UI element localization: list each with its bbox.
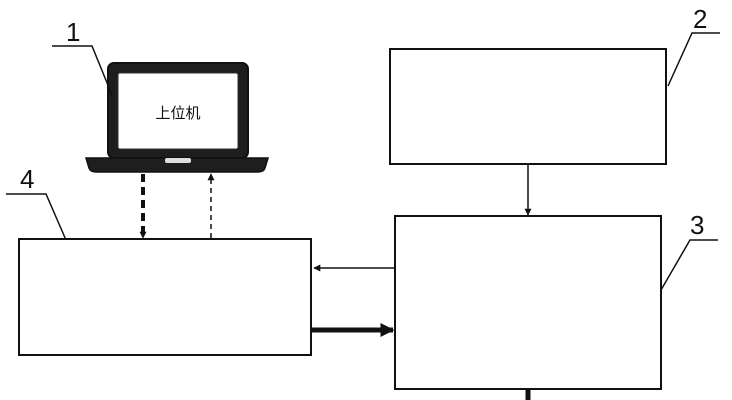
leader-line-1 bbox=[52, 45, 113, 96]
laptop-screen-label: 上位机 bbox=[155, 104, 200, 122]
callout-4: 4 bbox=[20, 164, 34, 194]
laptop-host-computer: 上位机 bbox=[84, 62, 270, 173]
laptop-screen bbox=[117, 72, 239, 150]
laptop-base bbox=[84, 157, 270, 173]
laptop-hinge-notch bbox=[165, 158, 191, 163]
leader-line-4 bbox=[6, 193, 67, 241]
callout-2: 2 bbox=[693, 4, 707, 34]
box-4 bbox=[18, 238, 312, 356]
box-2 bbox=[389, 48, 667, 165]
leader-line-2 bbox=[667, 32, 720, 87]
leader-line-3 bbox=[660, 239, 718, 291]
callout-1: 1 bbox=[66, 17, 80, 47]
callout-3: 3 bbox=[690, 210, 704, 240]
box-3 bbox=[394, 215, 662, 390]
